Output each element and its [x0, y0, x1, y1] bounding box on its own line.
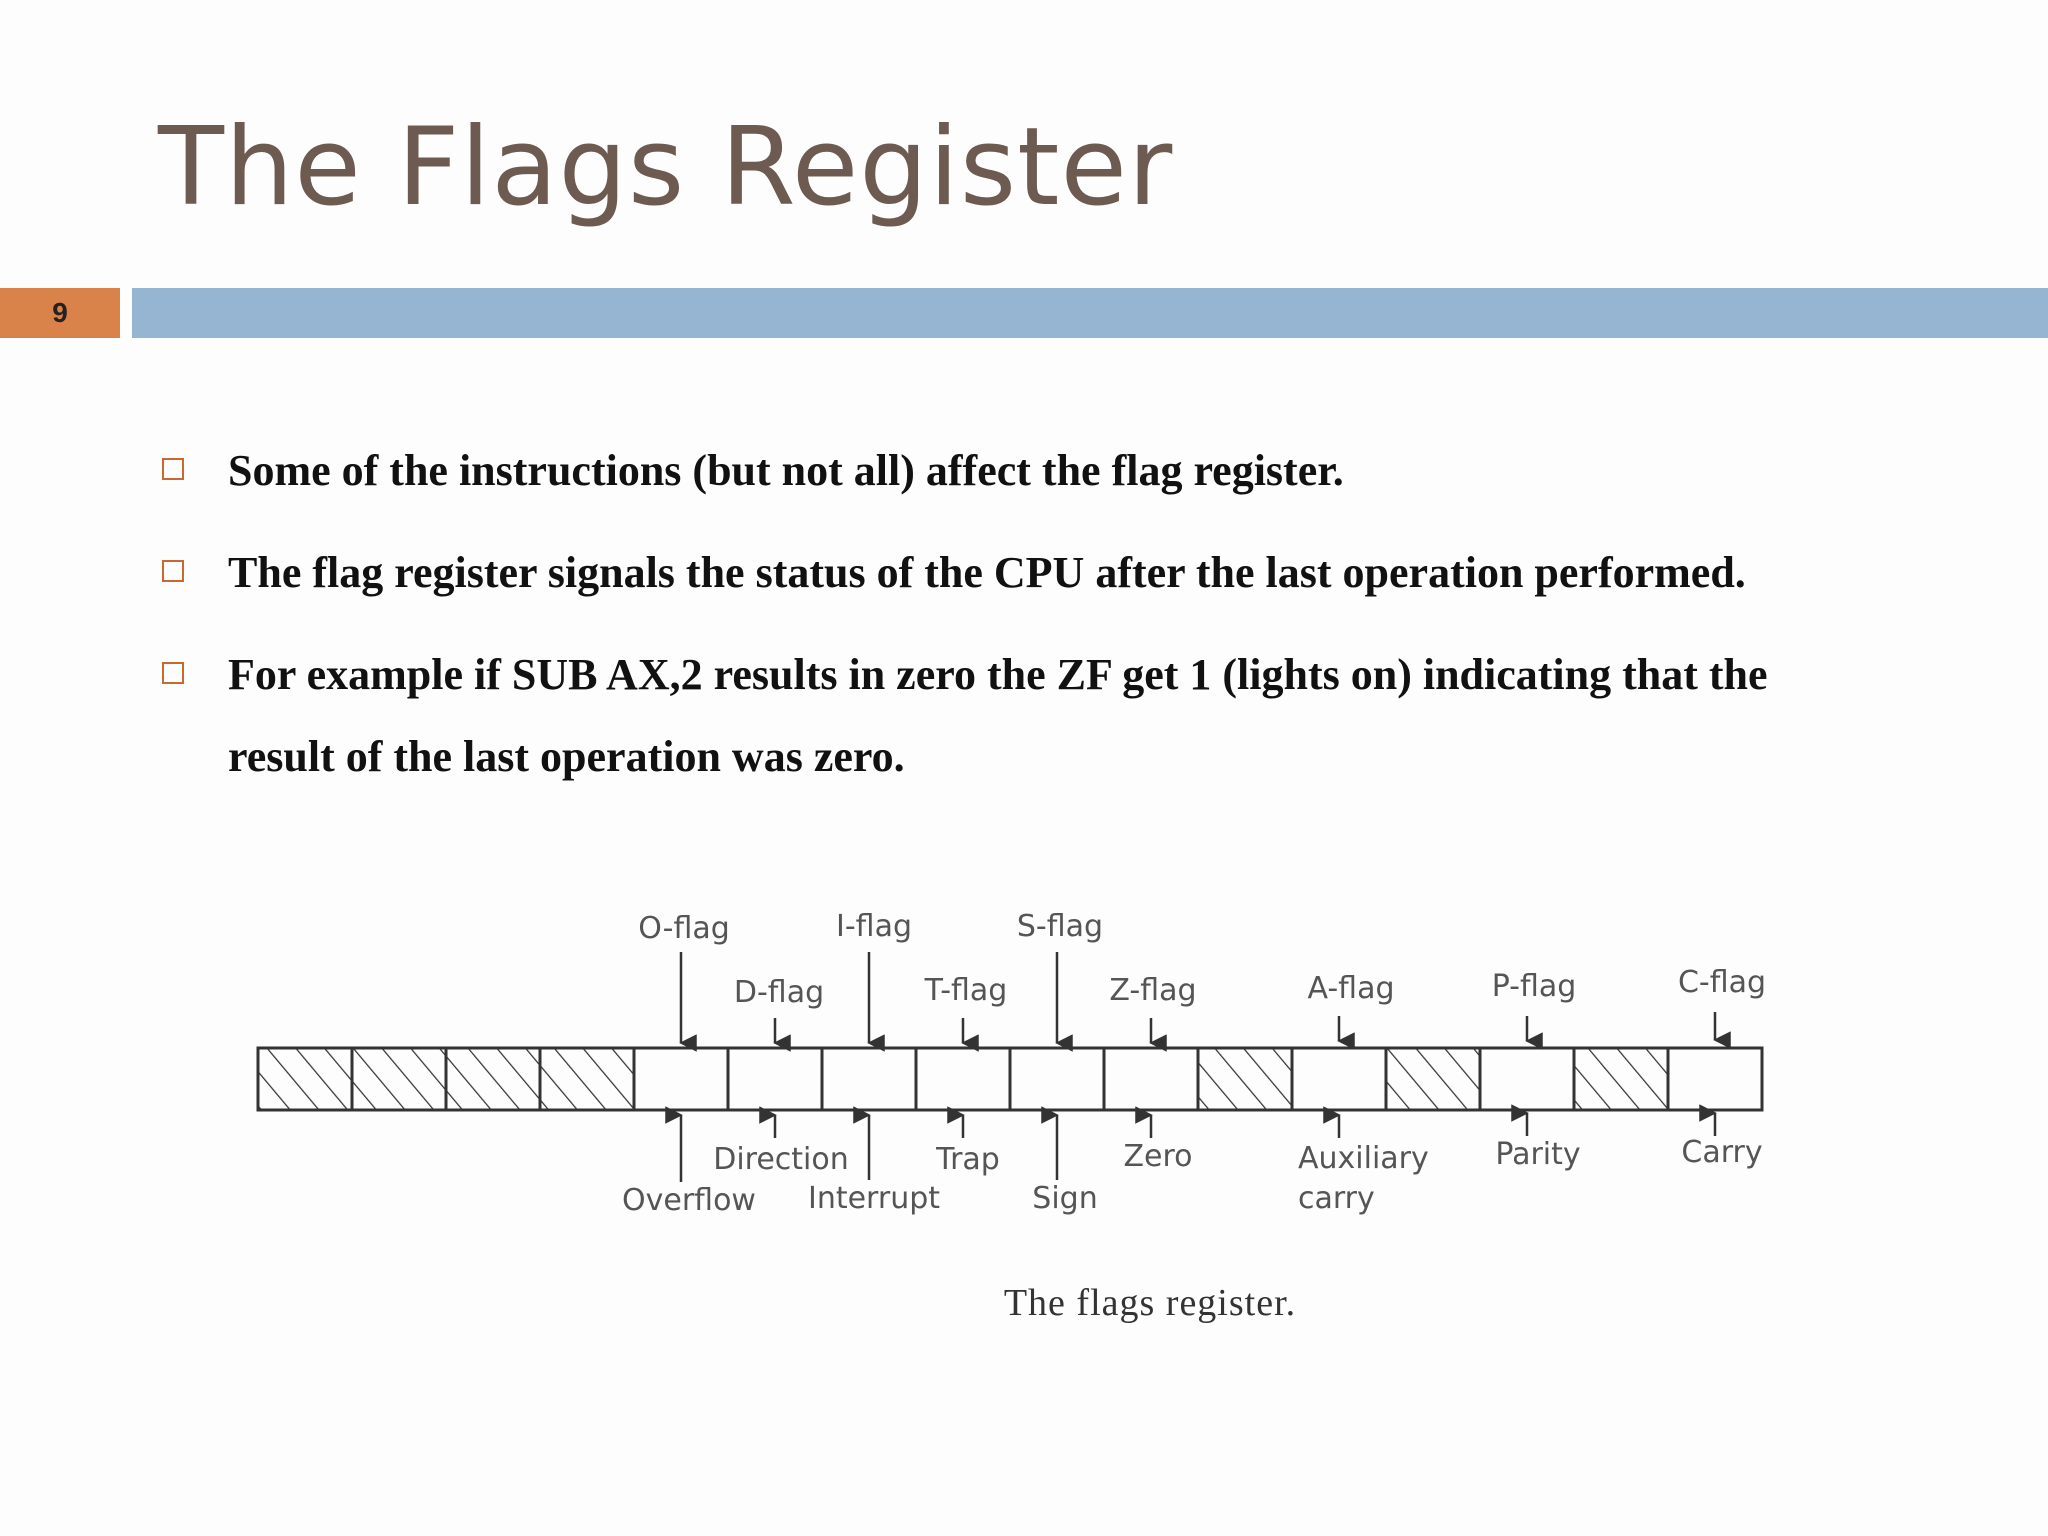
- reserved-cell: [538, 1046, 636, 1112]
- bullet-text: Some of the instructions (but not all) a…: [228, 446, 1344, 495]
- bullet-item: Some of the instructions (but not all) a…: [160, 430, 1860, 512]
- s-flag-label: S-flag: [1017, 909, 1103, 944]
- reserved-cell: [1572, 1046, 1670, 1112]
- trap-cell: [914, 1046, 1012, 1112]
- carry-label: Carry: [1681, 1135, 1762, 1170]
- direction-cell: [726, 1046, 824, 1112]
- reserved-cell: [350, 1046, 448, 1112]
- zero-cell: [1102, 1046, 1200, 1112]
- slide-title: The Flags Register: [158, 105, 1174, 230]
- i-flag-label: I-flag: [836, 909, 912, 944]
- reserved-cell: [1196, 1046, 1294, 1112]
- trap-label: Trap: [935, 1142, 1000, 1177]
- bottom-arrows: [665, 1104, 1717, 1182]
- parity-cell: [1478, 1046, 1576, 1112]
- bullet-list: Some of the instructions (but not all) a…: [160, 430, 1860, 818]
- slide-number: 9: [0, 288, 120, 338]
- reserved-cell: [1384, 1046, 1482, 1112]
- p-flag-label: P-flag: [1492, 969, 1577, 1004]
- bullet-square-icon: [162, 662, 184, 684]
- register-cells: [256, 1046, 1764, 1112]
- title-divider-bar: [132, 288, 2048, 338]
- o-flag-label: O-flag: [638, 911, 730, 946]
- carry-cell: [1666, 1046, 1764, 1112]
- flags-register-diagram: O-flag D-flag I-flag T-flag S-flag Z-fla…: [256, 909, 1766, 1324]
- d-flag-label: D-flag: [734, 975, 824, 1010]
- c-flag-label: C-flag: [1678, 965, 1766, 1000]
- overflow-label: Overflow: [622, 1183, 756, 1218]
- diagram-caption: The flags register.: [1004, 1282, 1296, 1324]
- parity-label: Parity: [1495, 1137, 1580, 1172]
- bullet-square-icon: [162, 458, 184, 480]
- interrupt-label: Interrupt: [808, 1181, 940, 1216]
- bullet-text: The flag register signals the status of …: [228, 548, 1746, 597]
- bullet-square-icon: [162, 560, 184, 582]
- auxiliary-carry-label: carry: [1298, 1181, 1375, 1216]
- z-flag-label: Z-flag: [1109, 973, 1196, 1008]
- direction-label: Direction: [713, 1142, 849, 1177]
- bullet-item: The flag register signals the status of …: [160, 532, 1860, 614]
- auxiliary-cell: [1290, 1046, 1388, 1112]
- t-flag-label: T-flag: [924, 973, 1008, 1008]
- reserved-cell: [444, 1046, 542, 1112]
- overflow-cell: [632, 1046, 730, 1112]
- bullet-text: For example if SUB AX,2 results in zero …: [228, 650, 1768, 781]
- bullet-item: For example if SUB AX,2 results in zero …: [160, 634, 1860, 798]
- a-flag-label: A-flag: [1307, 971, 1394, 1006]
- top-arrows: [679, 952, 1731, 1052]
- interrupt-cell: [820, 1046, 918, 1112]
- sign-cell: [1008, 1046, 1106, 1112]
- sign-label: Sign: [1032, 1181, 1097, 1216]
- reserved-cell: [256, 1046, 354, 1112]
- zero-label: Zero: [1123, 1139, 1192, 1174]
- auxiliary-label: Auxiliary: [1298, 1141, 1429, 1176]
